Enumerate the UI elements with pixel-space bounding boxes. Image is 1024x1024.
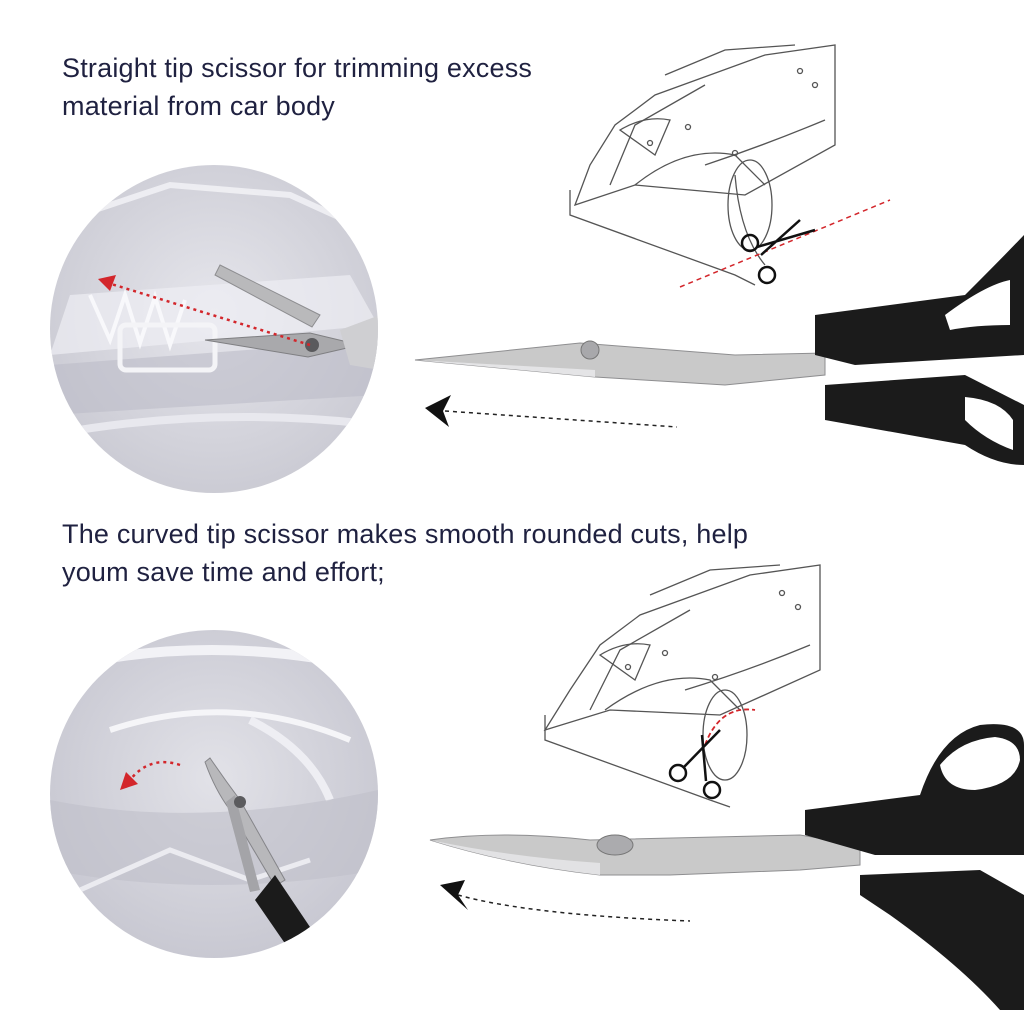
- curved-scissor-icon: [429, 724, 1024, 1010]
- car-body-outline-icon: [569, 44, 836, 286]
- straight-tip-caption: Straight tip scissor for trimming excess…: [62, 53, 533, 121]
- arrow-left-icon: [440, 880, 691, 922]
- curved-tip-caption: The curved tip scissor makes smooth roun…: [62, 519, 749, 587]
- straight-scissor-illustration: [405, 25, 1024, 485]
- red-curved-arrow-icon: [120, 772, 138, 790]
- straight-scissor-icon: [414, 235, 1024, 465]
- straight-cut-closeup-photo: [50, 165, 378, 493]
- arrow-left-icon: [425, 395, 678, 428]
- scissor-pictogram-icon: [740, 219, 816, 285]
- scissor-pictogram-icon: [668, 729, 722, 800]
- curved-scissor-illustration: [420, 545, 1024, 1010]
- curved-cut-closeup-photo: [50, 630, 378, 958]
- car-body-outline-icon: [543, 564, 821, 808]
- red-arrow-icon: [98, 275, 116, 291]
